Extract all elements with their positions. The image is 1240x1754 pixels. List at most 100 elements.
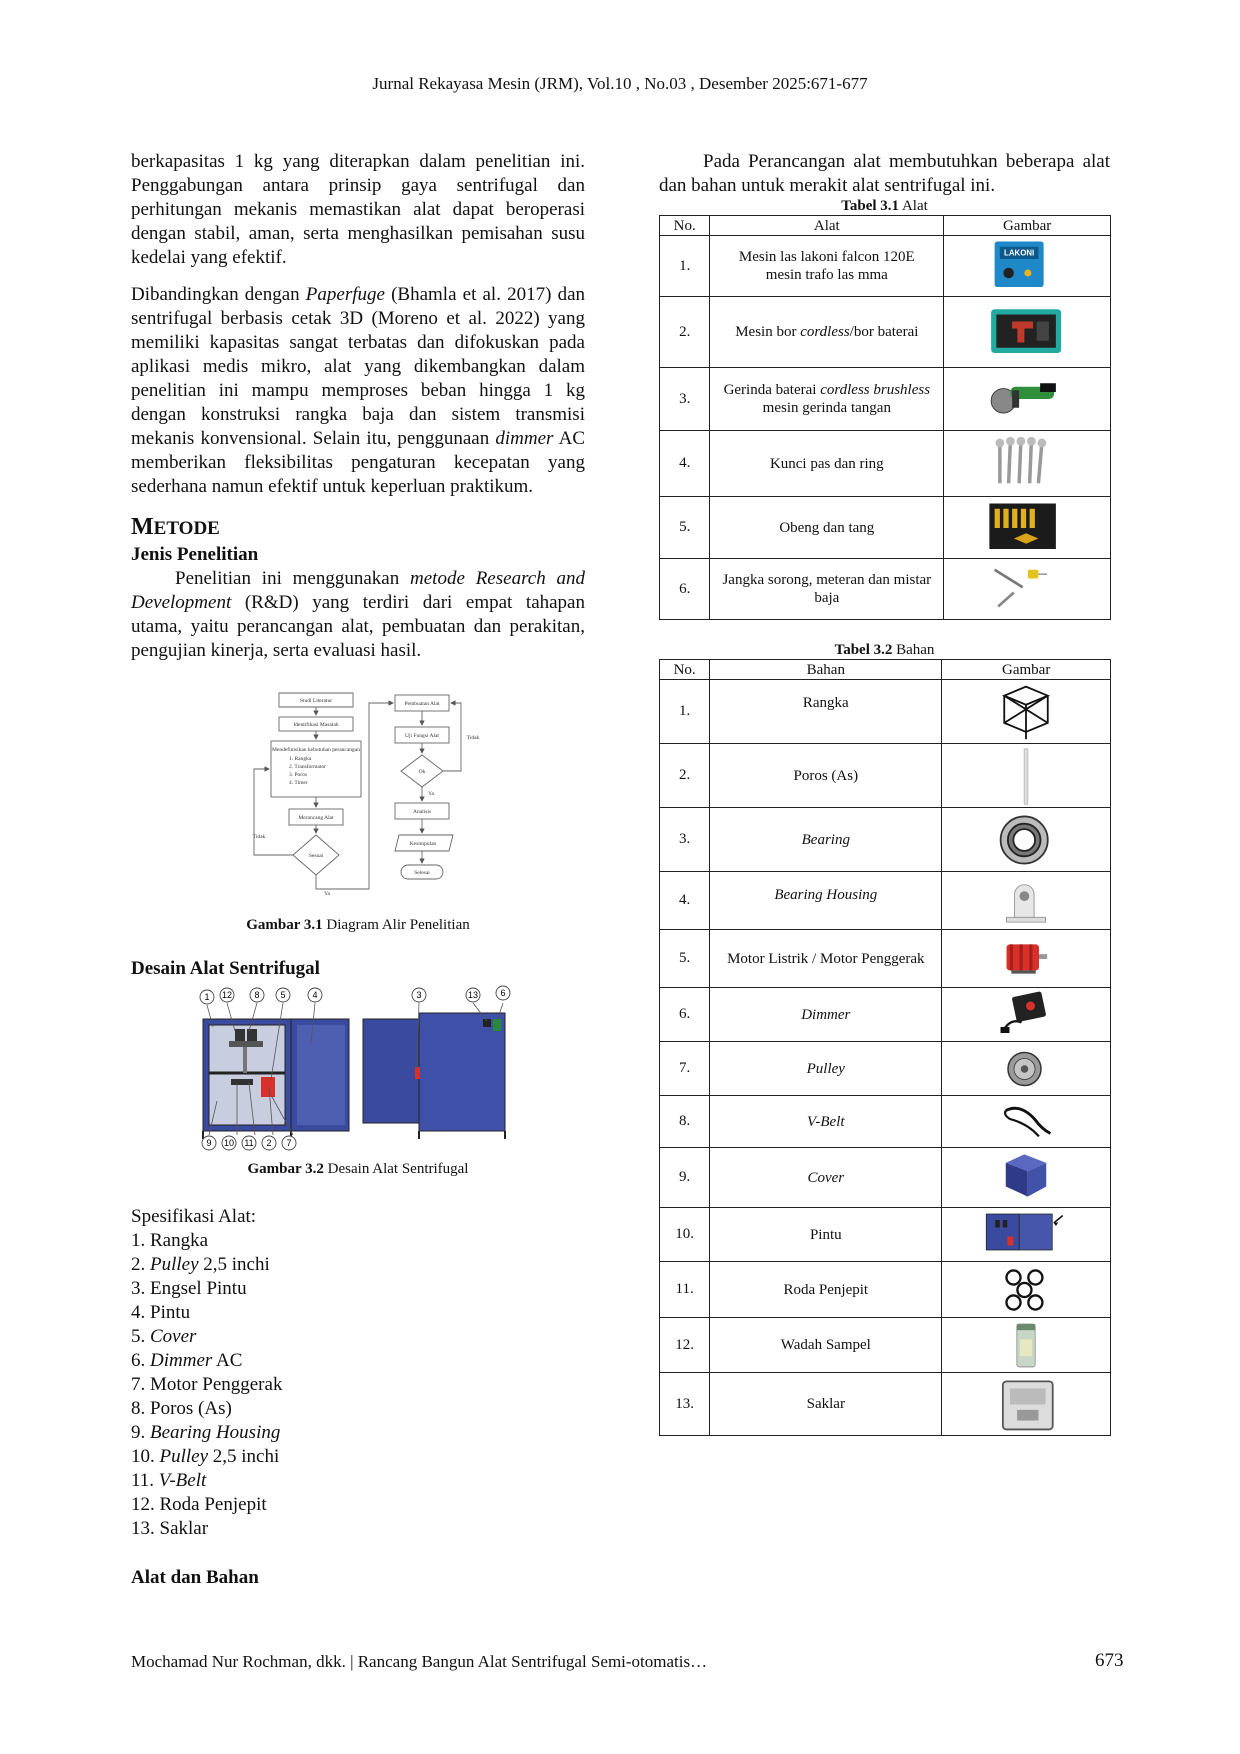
text-run-italic: dimmer xyxy=(495,428,554,449)
flow-list-3: 3. Poros xyxy=(289,772,307,778)
cell-text: Bearing xyxy=(801,831,850,848)
cover-icon xyxy=(1005,1153,1047,1197)
intro-paragraph: Pada Perancangan alat membutuhkan bebera… xyxy=(659,151,1110,196)
cell-gambar xyxy=(941,1147,1111,1208)
cell-gambar: LAKONI xyxy=(943,235,1111,297)
spec-title: Spesifikasi Alat: xyxy=(131,1206,257,1227)
callout-number: 12 xyxy=(222,990,232,1000)
spec-number: 6. xyxy=(131,1350,150,1371)
grinder-icon xyxy=(990,383,1056,414)
cell-bahan: Rangka xyxy=(709,679,943,744)
callout-circle xyxy=(495,985,511,1001)
table-row: 9. Cover xyxy=(658,1147,1111,1208)
table-row: 2.Mesin bor cordless/bor baterai xyxy=(658,296,1111,368)
callout-circle xyxy=(241,1135,257,1151)
text-run: (Bhamla et al. 2017) dan sentrifugal ber… xyxy=(131,284,586,449)
cell-text: Pintu xyxy=(809,1226,842,1243)
spec-text-italic: Cover xyxy=(150,1326,197,1347)
spec-number: 13. xyxy=(131,1518,160,1539)
table-row: 4.Kunci pas dan ring xyxy=(658,430,1111,497)
motor-icon xyxy=(1006,943,1048,974)
section-title-metode: METODE xyxy=(131,513,585,543)
dimmer-icon xyxy=(1000,991,1047,1033)
spec-text-italic: Pulley xyxy=(159,1446,209,1467)
callout-number: 2 xyxy=(266,1138,271,1148)
spec-item: 2. Pulley 2,5 inchi xyxy=(131,1253,585,1277)
callout-circle xyxy=(261,1135,277,1151)
caption-text: Alat xyxy=(899,198,928,214)
table-row: 7.Pulley xyxy=(658,1041,1111,1096)
figure-caption-3-2: Gambar 3.2 Desain Alat Sentrifugal xyxy=(131,1157,585,1181)
spec-item: 9. Bearing Housing xyxy=(131,1421,585,1445)
cell-no: 9. xyxy=(658,1147,711,1208)
cell-no: 6. xyxy=(658,987,711,1042)
left-column: berkapasitas 1 kg yang diterapkan dalam … xyxy=(131,150,585,1590)
spec-item: 3. Engsel Pintu xyxy=(131,1277,585,1301)
flow-list-2: 2. Transformator xyxy=(289,763,326,770)
spec-number: 2. xyxy=(131,1254,150,1275)
cell-text: Poros (As) xyxy=(793,767,859,784)
shaft-icon xyxy=(1023,747,1029,805)
col-header-gambar: Gambar xyxy=(943,215,1111,236)
cell-text-run: Obeng dan tang xyxy=(779,519,875,536)
cell-no: 13. xyxy=(658,1372,711,1436)
cell-alat: Mesin bor cordless/bor baterai xyxy=(709,296,945,368)
cell-bahan: Dimmer xyxy=(709,987,943,1042)
cell-no: 8. xyxy=(658,1095,711,1148)
cell-bahan: Bearing xyxy=(709,807,943,872)
cell-text: Saklar xyxy=(806,1396,845,1412)
flow-tidak-1: Tidak xyxy=(253,834,266,840)
cell-gambar xyxy=(941,807,1111,872)
cell-text: Cover xyxy=(807,1169,845,1186)
cell-text-run: mesin gerinda tangan xyxy=(762,400,891,416)
cell-no: 1. xyxy=(658,679,711,744)
flow-sesuai: Sesuai xyxy=(309,853,324,859)
cell-no: 12. xyxy=(658,1317,711,1373)
table-row: 8.V-Belt xyxy=(658,1095,1111,1148)
spec-number: 8. xyxy=(131,1398,150,1419)
spec-number: 5. xyxy=(131,1326,150,1347)
switch-icon xyxy=(1002,1379,1054,1430)
table-row: 12.Wadah Sampel xyxy=(658,1317,1111,1373)
cell-gambar xyxy=(941,1041,1111,1096)
cell-gambar xyxy=(941,987,1111,1042)
caption-label: Gambar 3.1 xyxy=(246,917,323,933)
cell-bahan: Pintu xyxy=(709,1207,943,1262)
cell-gambar xyxy=(941,929,1111,988)
subsection-alat-dan-bahan: Alat dan Bahan xyxy=(131,1567,259,1588)
cell-gambar xyxy=(943,367,1111,431)
cell-text-run: Gerinda baterai xyxy=(723,382,821,398)
cell-text-run: Kunci pas dan ring xyxy=(769,455,884,472)
cell-text-run: /bor baterai xyxy=(849,324,919,340)
door-icon xyxy=(986,1213,1064,1250)
cell-gambar xyxy=(941,1207,1111,1262)
vbelt-icon xyxy=(1004,1106,1052,1137)
spec-number: 10. xyxy=(131,1446,160,1467)
spec-text-italic: Dimmer xyxy=(150,1350,213,1371)
text-run-italic: Paperfuge xyxy=(305,284,385,305)
cell-no: 3. xyxy=(658,807,711,872)
text-run-italic: metode Research and Development xyxy=(131,568,585,613)
spec-text-italic: V-Belt xyxy=(158,1470,207,1491)
paragraph-3: Penelitian ini menggunakan metode Resear… xyxy=(131,567,585,663)
open-unit-drawing xyxy=(202,1018,350,1139)
flow-merancang: Merancang Alat xyxy=(298,815,334,821)
caption-label: Gambar 3.2 xyxy=(247,1161,324,1177)
cell-bahan: Pulley xyxy=(709,1041,943,1096)
callout-number: 7 xyxy=(286,1138,291,1148)
cell-no: 5. xyxy=(658,496,711,559)
callout-circle xyxy=(201,1135,217,1151)
cell-text-run: cordless xyxy=(800,324,850,340)
spec-number: 3. xyxy=(131,1278,150,1299)
running-footer: Mochamad Nur Rochman, dkk. | Rancang Ban… xyxy=(131,1652,708,1671)
table-row: 3.Gerinda baterai cordless brushless mes… xyxy=(658,367,1111,431)
flow-kesimpulan: Kesimpulan xyxy=(410,841,437,847)
pulley-icon xyxy=(1007,1051,1042,1086)
cell-gambar xyxy=(943,558,1111,620)
cell-gambar xyxy=(943,296,1111,368)
paragraph-1: berkapasitas 1 kg yang diterapkan dalam … xyxy=(131,151,585,268)
spec-text: Roda Penjepit xyxy=(159,1494,267,1515)
